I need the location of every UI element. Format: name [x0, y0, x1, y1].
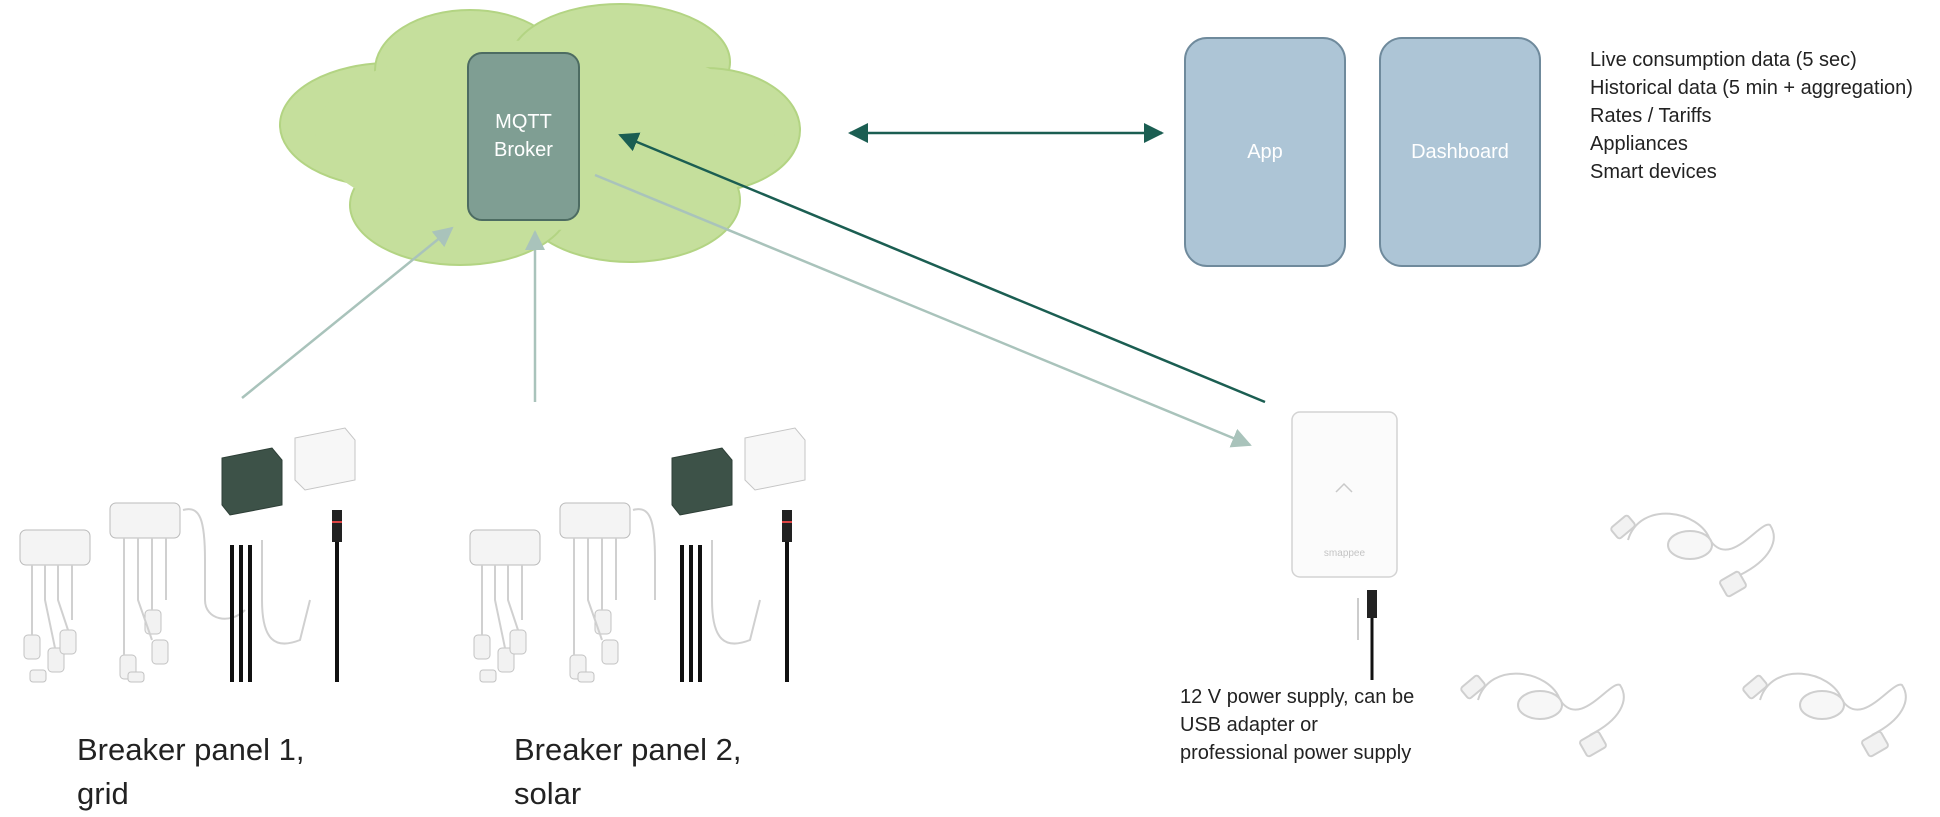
smart-plug-3 [1742, 672, 1907, 758]
breaker-panel-2-devices [469, 427, 806, 683]
data-type-item: Smart devices [1590, 161, 1717, 183]
smart-plug-2 [1460, 672, 1625, 758]
breaker-panel-1-line-2: grid [77, 776, 129, 811]
broker-line-1: MQTT [495, 111, 552, 133]
app-label: App [1247, 141, 1283, 163]
dashboard-box [1379, 37, 1541, 267]
data-type-item: Appliances [1590, 133, 1688, 155]
broker-line-2: Broker [494, 139, 553, 161]
power-supply-note: 12 V power supply, can be USB adapter or… [1180, 683, 1414, 767]
gateway-logo: smappee [1323, 548, 1366, 559]
breaker-panel-1-line-1: Breaker panel 1, [77, 732, 305, 767]
data-type-item: Live consumption data (5 sec) [1590, 49, 1857, 71]
data-types-list: Live consumption data (5 sec) Historical… [1590, 46, 1913, 186]
breaker-panel-1-devices [19, 427, 356, 683]
power-supply-line: USB adapter or [1180, 714, 1318, 736]
gateway-to-broker-arrow [618, 132, 1266, 404]
panel1-to-broker-arrow [241, 226, 454, 399]
data-type-item: Rates / Tariffs [1590, 105, 1712, 127]
breaker-panel-2-label: Breaker panel 2, solar [514, 728, 741, 816]
breaker-panel-1-label: Breaker panel 1, grid [77, 728, 304, 816]
mqtt-broker-label: MQTT Broker [468, 108, 579, 164]
breaker-panel-2-line-1: Breaker panel 2, [514, 732, 742, 767]
smart-plug-1 [1610, 512, 1775, 598]
power-supply-line: 12 V power supply, can be [1180, 686, 1415, 708]
power-supply-line: professional power supply [1180, 742, 1412, 764]
gateway-device [1291, 411, 1398, 680]
breaker-panel-2-line-2: solar [514, 776, 582, 811]
data-type-item: Historical data (5 min + aggregation) [1590, 77, 1913, 99]
dashboard-label: Dashboard [1411, 141, 1509, 163]
app-box [1184, 37, 1346, 267]
mqtt-broker-box [467, 52, 580, 221]
broker-to-gateway-arrow [594, 173, 1252, 448]
